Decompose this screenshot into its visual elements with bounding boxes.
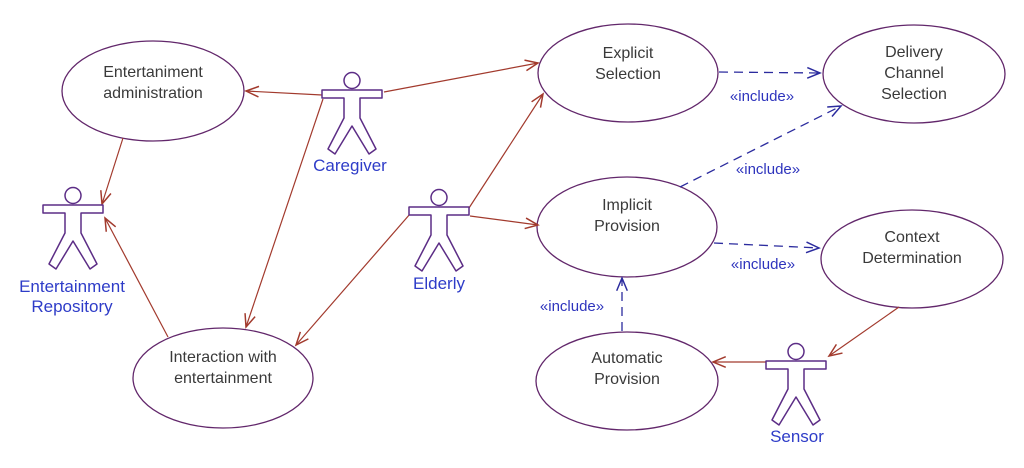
association-interaction-with-entertainment-repository (104, 216, 169, 338)
association-elderly-explicit-selection (468, 92, 545, 209)
association-entertainment-administration-repository (100, 137, 124, 206)
include-label-automatic-to-implicit: «include» (539, 298, 605, 315)
usecase-label-context-determination: Context Determination (862, 229, 962, 267)
include-label-implicit-to-delivery: «include» (735, 161, 801, 178)
actor-label-entertainment-repository: Entertainment Repository (19, 277, 125, 316)
usecase-label-explicit-selection: Explicit Selection (595, 45, 661, 83)
actor-label-caregiver: Caregiver (313, 156, 387, 175)
usecase-explicit-selection (537, 23, 719, 123)
usecase-entertainment-administration (61, 40, 245, 142)
usecase-delivery-channel-selection (822, 24, 1006, 124)
include-implicit-provision-delivery-channel (679, 105, 843, 188)
association-elderly-implicit-provision (469, 215, 540, 230)
actor-entertainment-repository-figure (42, 186, 104, 270)
association-caregiver-entertainment-administration (244, 85, 323, 98)
usecase-label-implicit-provision: Implicit Provision (594, 197, 660, 235)
usecase-label-automatic-provision: Automatic Provision (591, 350, 663, 388)
actor-elderly-figure (408, 188, 470, 272)
usecase-label-entertainment-administration: Entertaniment administration (103, 64, 203, 102)
include-implicit-provision-context-determination (713, 241, 821, 254)
include-label-implicit-to-context: «include» (730, 256, 796, 273)
usecase-interaction-with-entertainment (132, 327, 314, 429)
include-label-explicit-to-delivery: «include» (729, 88, 795, 105)
association-context-determination-sensor (827, 306, 900, 358)
usecase-automatic-provision (535, 331, 719, 431)
actor-caregiver-figure (321, 71, 383, 155)
include-explicit-selection-delivery-channel (718, 66, 822, 79)
usecase-label-delivery-channel-selection: Delivery Channel Selection (881, 44, 947, 103)
association-elderly-interaction-with-entertainment (294, 213, 411, 347)
association-caregiver-explicit-selection (383, 59, 540, 93)
association-caregiver-interaction-with-entertainment (244, 98, 324, 329)
actor-label-sensor: Sensor (770, 427, 824, 446)
actor-sensor-figure (765, 342, 827, 426)
actor-label-elderly: Elderly (413, 274, 465, 293)
usecase-label-interaction-with-entertainment: Interaction with entertainment (169, 349, 277, 387)
usecase-context-determination (820, 209, 1004, 309)
